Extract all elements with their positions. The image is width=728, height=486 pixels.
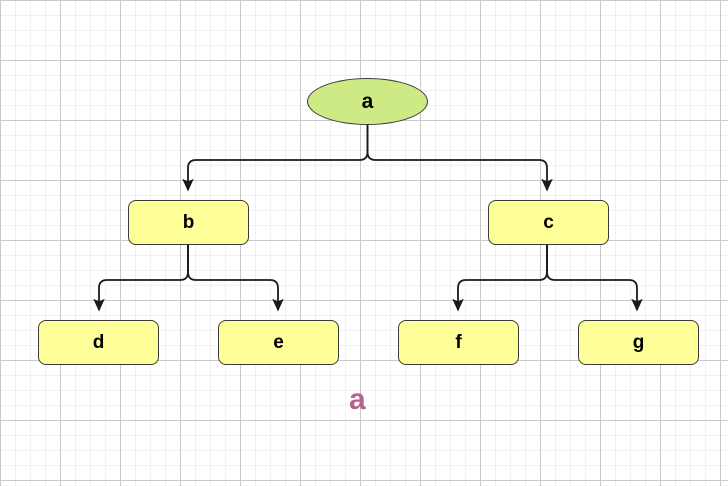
edge-a-b [182,125,369,192]
node-g-label: g [632,331,645,353]
edge-b-d [93,245,189,312]
node-d[interactable]: d [38,320,159,365]
node-c-label: c [543,211,554,233]
node-a[interactable]: a [307,78,428,125]
node-a-label: a [361,89,374,113]
node-f-label: f [455,331,462,353]
node-g[interactable]: g [578,320,699,365]
edge-a-c [366,125,553,192]
node-d-label: d [92,331,105,353]
node-b-label: b [182,211,195,233]
free-text-label: a [349,383,366,416]
edge-c-f [452,245,548,312]
node-e-label: e [273,331,284,353]
node-c[interactable]: c [488,200,609,245]
edge-c-g [546,245,643,312]
edge-b-e [187,245,284,312]
node-f[interactable]: f [398,320,519,365]
node-e[interactable]: e [218,320,339,365]
node-b[interactable]: b [128,200,249,245]
